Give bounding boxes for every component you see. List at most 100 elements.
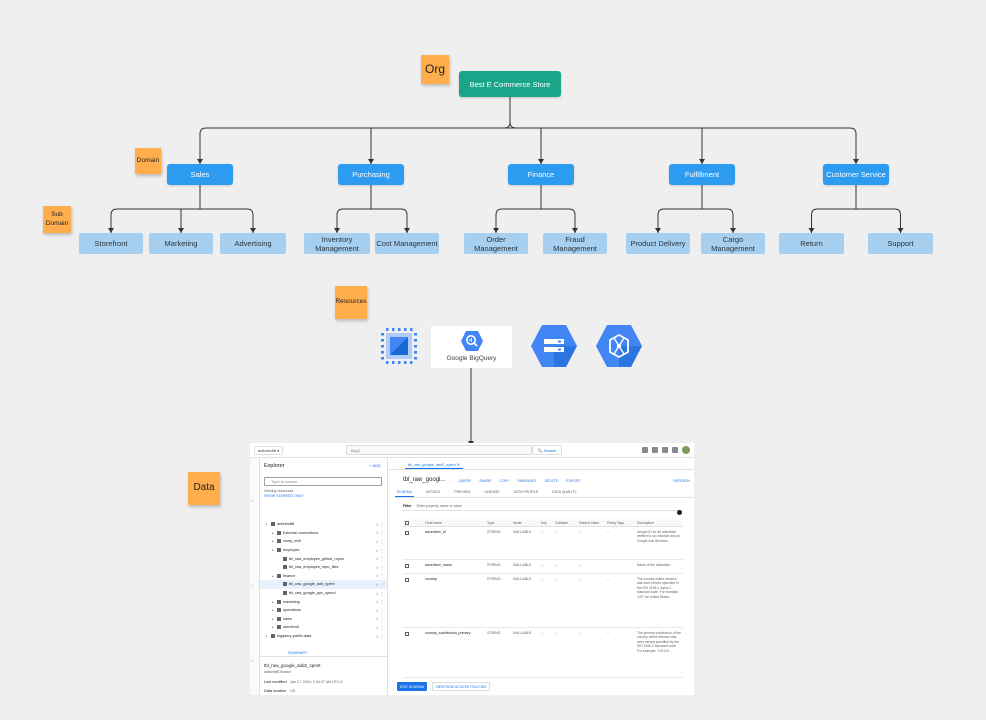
star-icon[interactable]: ☆ [375, 547, 379, 553]
tree-dataset-item[interactable]: ▸ storefront ☆⋮ [260, 623, 387, 632]
show-starred-link[interactable]: SHOW STARRED ONLY [264, 494, 304, 498]
subdomain-label: Cargo [722, 234, 744, 244]
explorer-search-input[interactable]: Type to search [264, 477, 382, 486]
tab-preview[interactable]: PREVIEW [454, 490, 471, 494]
expand-icon[interactable]: ▸ [272, 573, 274, 578]
tree-dataset-item[interactable]: ▸activeloft8☆⋮ [260, 520, 387, 529]
row-checkbox[interactable] [405, 564, 409, 568]
tab-table[interactable]: tbl_raw_google_add2_spent ✕ [405, 461, 463, 469]
console-search-input[interactable]: BigQ [346, 445, 532, 455]
row-access-button[interactable]: VIEW ROW ACCESS POLICIES [432, 682, 490, 691]
expand-icon[interactable]: ▸ [272, 608, 274, 613]
more-vert-icon[interactable]: ⋮ [380, 616, 384, 622]
tab-details[interactable]: DETAILS [425, 490, 441, 494]
action-copy[interactable]: COPY [499, 479, 510, 483]
star-icon[interactable]: ☆ [375, 590, 379, 596]
tree-dataset-item[interactable]: ▸operations☆⋮ [260, 606, 387, 615]
more-vert-icon[interactable]: ⋮ [380, 547, 384, 553]
expand-icon[interactable]: ▸ [272, 625, 274, 630]
action-query[interactable]: QUERY [459, 479, 472, 483]
tree-table-item[interactable]: tbl_raw_google_ppc_spend☆⋮ [260, 589, 387, 598]
field-mode: NULLABLE [513, 577, 532, 581]
column-header: Description [637, 520, 654, 525]
action-delete[interactable]: DELETE [544, 479, 559, 483]
expand-icon[interactable]: ▸ [266, 522, 268, 527]
arrow-head [655, 228, 661, 233]
row-checkbox[interactable] [405, 632, 409, 636]
more-vert-icon[interactable]: ⋮ [380, 607, 384, 613]
tree-item-label: storefront [283, 625, 300, 630]
field-policy: – [607, 530, 609, 534]
row-checkbox[interactable] [405, 578, 409, 582]
collapse-icon[interactable]: ‹ [252, 498, 254, 503]
tree-table-item[interactable]: tbl_raw_employee_github_repos☆⋮ [260, 554, 387, 563]
expand-icon[interactable]: ▸ [266, 634, 268, 639]
row-checkbox[interactable] [405, 531, 409, 535]
star-icon[interactable]: ☆ [375, 564, 379, 570]
project-selector[interactable]: activeloft8 ▾ [254, 446, 284, 455]
avatar[interactable] [682, 446, 690, 454]
summary-tab[interactable]: SUMMARY [260, 649, 387, 657]
action-snapshot[interactable]: SNAPSHOT [517, 479, 537, 483]
help-icon[interactable] [677, 510, 682, 515]
tree-dataset-item[interactable]: ▸employee☆⋮ [260, 546, 387, 555]
tree-dataset-item[interactable]: ▸bigquery-public-data☆⋮ [260, 632, 387, 641]
tree-dataset-item[interactable]: ▸sales☆⋮ [260, 615, 387, 624]
more-vert-icon[interactable] [672, 447, 678, 453]
star-icon[interactable]: ☆ [375, 607, 379, 613]
star-icon[interactable]: ☆ [375, 521, 379, 527]
add-button[interactable]: + ADD [369, 463, 381, 468]
star-icon[interactable]: ☆ [375, 581, 379, 587]
tab-data-quality[interactable]: DATA QUALITY [552, 490, 577, 494]
tree-table-item[interactable]: tbl_raw_employee_repo_files☆⋮ [260, 563, 387, 572]
edit-schema-button[interactable]: EDIT SCHEMA [397, 682, 427, 691]
star-icon[interactable]: ☆ [375, 573, 379, 579]
more-vert-icon[interactable]: ⋮ [380, 573, 384, 579]
tab-schema[interactable]: SCHEMA [395, 489, 414, 497]
tree-dataset-item[interactable]: ▸marketing☆⋮ [260, 597, 387, 606]
tree-item-label: finance [283, 573, 296, 578]
more-vert-icon[interactable]: ⋮ [380, 590, 384, 596]
select-all-checkbox[interactable] [405, 521, 409, 525]
expand-icon[interactable]: ▸ [272, 616, 274, 621]
expand-icon[interactable]: ▸ [272, 530, 274, 535]
star-icon[interactable]: ☆ [375, 616, 379, 622]
action-share[interactable]: SHARE [479, 479, 492, 483]
gift-icon[interactable] [642, 447, 648, 453]
summary-key: Data location [264, 689, 287, 693]
more-vert-icon[interactable]: ⋮ [380, 556, 384, 562]
refresh-button[interactable]: REFRESH [673, 479, 690, 483]
tree-table-item[interactable]: tbl_raw_google_add_spent☆⋮ [260, 580, 387, 589]
more-vert-icon[interactable]: ⋮ [380, 530, 384, 536]
expand-icon[interactable]: ▸ [272, 599, 274, 604]
more-vert-icon[interactable]: ⋮ [380, 633, 384, 639]
tree-dataset-item[interactable]: ▸ finance ☆⋮ [260, 572, 387, 581]
tree-dataset-item[interactable]: ▸comp_eb8☆⋮ [260, 537, 387, 546]
collapse-icon[interactable]: ‹ [252, 583, 254, 588]
star-icon[interactable]: ☆ [375, 599, 379, 605]
more-vert-icon[interactable]: ⋮ [380, 564, 384, 570]
more-vert-icon[interactable]: ⋮ [380, 581, 384, 587]
more-vert-icon[interactable]: ⋮ [380, 599, 384, 605]
tree-dataset-item[interactable]: ▸External connections☆⋮ [260, 529, 387, 538]
help-icon[interactable] [662, 447, 668, 453]
more-vert-icon[interactable]: ⋮ [380, 624, 384, 630]
star-icon[interactable]: ☆ [375, 538, 379, 544]
collapse-icon[interactable]: ‹ [252, 658, 254, 663]
expand-icon[interactable]: ▸ [272, 539, 274, 544]
expand-icon[interactable]: ▸ [272, 548, 274, 553]
action-export[interactable]: EXPORT [566, 479, 581, 483]
tab-lineage[interactable]: LINEAGE [484, 490, 500, 494]
notifications-icon[interactable] [652, 447, 658, 453]
console-search-button[interactable]: 🔍 Search [532, 445, 562, 455]
more-vert-icon[interactable]: ⋮ [380, 521, 384, 527]
subdomain-node: Product Delivery [626, 233, 690, 254]
star-icon[interactable]: ☆ [375, 556, 379, 562]
tab-data-profile[interactable]: DATA PROFILE [513, 490, 539, 494]
dataset-icon [277, 573, 281, 578]
more-vert-icon[interactable]: ⋮ [380, 538, 384, 544]
filter-bar[interactable]: Filter Enter property name or value [403, 502, 683, 511]
star-icon[interactable]: ☆ [375, 633, 379, 639]
star-icon[interactable]: ☆ [375, 624, 379, 630]
star-icon[interactable]: ☆ [375, 530, 379, 536]
